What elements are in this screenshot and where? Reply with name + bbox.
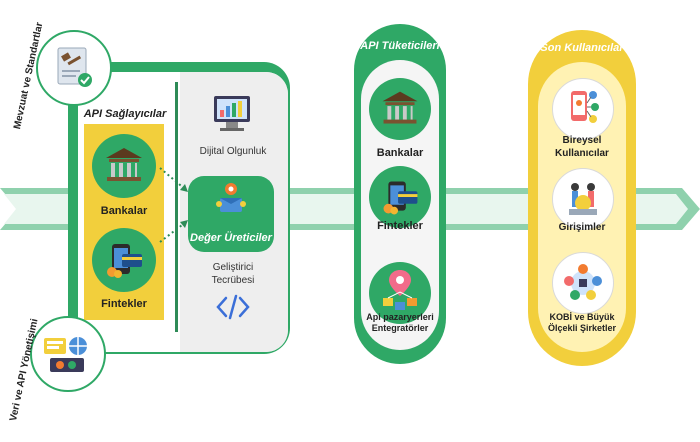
providers-title: API Sağlayıcılar <box>83 108 167 120</box>
end-user-individual-label-2: Kullanıcılar <box>555 148 609 159</box>
code-icon <box>216 294 250 320</box>
individual-user-icon <box>571 91 599 123</box>
consumer-fintech-circle <box>369 166 431 228</box>
end-user-company-label-1: KOBİ ve Büyük <box>549 312 615 322</box>
end-user-individual-circle <box>552 78 614 140</box>
provider-bank-label: Bankalar <box>100 205 148 217</box>
end-user-startup-circle <box>552 168 614 230</box>
consumer-marketplace-circle <box>369 262 431 324</box>
marketplace-icon <box>383 270 417 310</box>
company-icon <box>564 264 602 300</box>
divider-line <box>175 82 178 332</box>
consumer-marketplace-label-2: Entegratörler <box>371 323 429 333</box>
consumer-bank-label: Bankalar <box>376 147 424 159</box>
developer-experience-label-1: Geliştirici <box>212 262 254 273</box>
regulation-circle <box>36 30 112 106</box>
provider-fintech-label: Fintekler <box>101 298 147 310</box>
end-user-company-circle <box>552 252 614 314</box>
end-user-company-label-2: Ölçekli Şirketler <box>547 323 617 333</box>
digital-maturity-icon <box>214 96 250 131</box>
bank-icon <box>106 148 142 181</box>
provider-bank-circle <box>92 134 156 198</box>
consumers-title: API Tüketicileri <box>360 40 440 52</box>
governance-icon <box>44 337 87 372</box>
digital-maturity-label: Dijital Olgunluk <box>199 146 267 157</box>
consumer-bank-circle <box>369 78 431 140</box>
consumer-marketplace-label-1: Api pazaryerleri <box>366 312 434 322</box>
end-user-individual-label-1: Bireysel <box>562 135 602 146</box>
developer-experience-label-2: Tecrübesi <box>211 275 255 286</box>
end-users-title: Son Kullanıcılar <box>540 42 624 54</box>
fintech-icon <box>383 181 418 215</box>
value-producer-label: Değer Üreticiler <box>190 232 272 244</box>
dotted-arrows <box>159 167 188 243</box>
bank-icon <box>382 91 418 124</box>
regulation-icon <box>57 47 92 87</box>
consumer-fintech-label: Fintekler <box>377 220 423 232</box>
provider-fintech-circle <box>92 228 156 292</box>
fintech-icon <box>107 244 142 278</box>
startup-icon <box>569 183 597 215</box>
end-user-startup-label: Girişimler <box>558 222 606 233</box>
governance-circle <box>30 316 106 392</box>
value-producer-icon <box>216 183 246 212</box>
